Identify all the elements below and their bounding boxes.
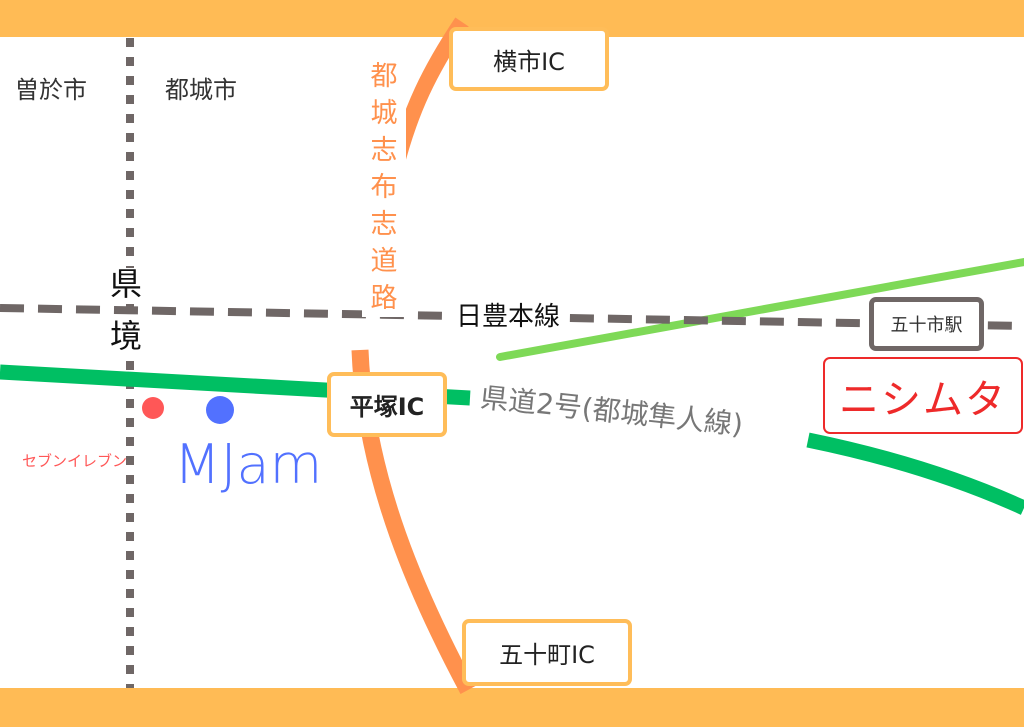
yokoichi-ic-label: 横市IC [449, 27, 609, 91]
seven-eleven-marker [142, 397, 164, 419]
station-text: 五十市駅 [890, 315, 963, 336]
station-label: 五十市駅 [869, 297, 984, 351]
hiratsuka-ic-label: 平塚IC [327, 372, 447, 437]
railway-label: 日豊本線 [452, 304, 565, 330]
gojucho-ic-label: 五十町IC [462, 619, 632, 686]
area-soo: 曽於市 [15, 76, 87, 104]
nishimuta-text: ニシムタ [839, 376, 1007, 423]
seven-eleven-label: セブンイレブン [22, 452, 128, 470]
yokoichi-ic-text: 横市IC [493, 47, 565, 76]
nishimuta-label: ニシムタ [823, 357, 1023, 434]
expressway-label: 都城志布志道路 [362, 58, 406, 317]
border-label-1: 県 [110, 265, 143, 303]
hiratsuka-ic-text: 平塚IC [349, 393, 425, 421]
light-green-road [496, 258, 1024, 361]
mjam-marker [206, 396, 234, 424]
area-miyakonojo: 都城市 [165, 76, 237, 104]
prefectural-road-line-east [806, 432, 1024, 515]
bottom-band [0, 688, 1024, 727]
mjam-label: MJam [174, 433, 323, 496]
border-label-2: 境 [110, 317, 143, 355]
gojucho-ic-text: 五十町IC [499, 641, 595, 669]
